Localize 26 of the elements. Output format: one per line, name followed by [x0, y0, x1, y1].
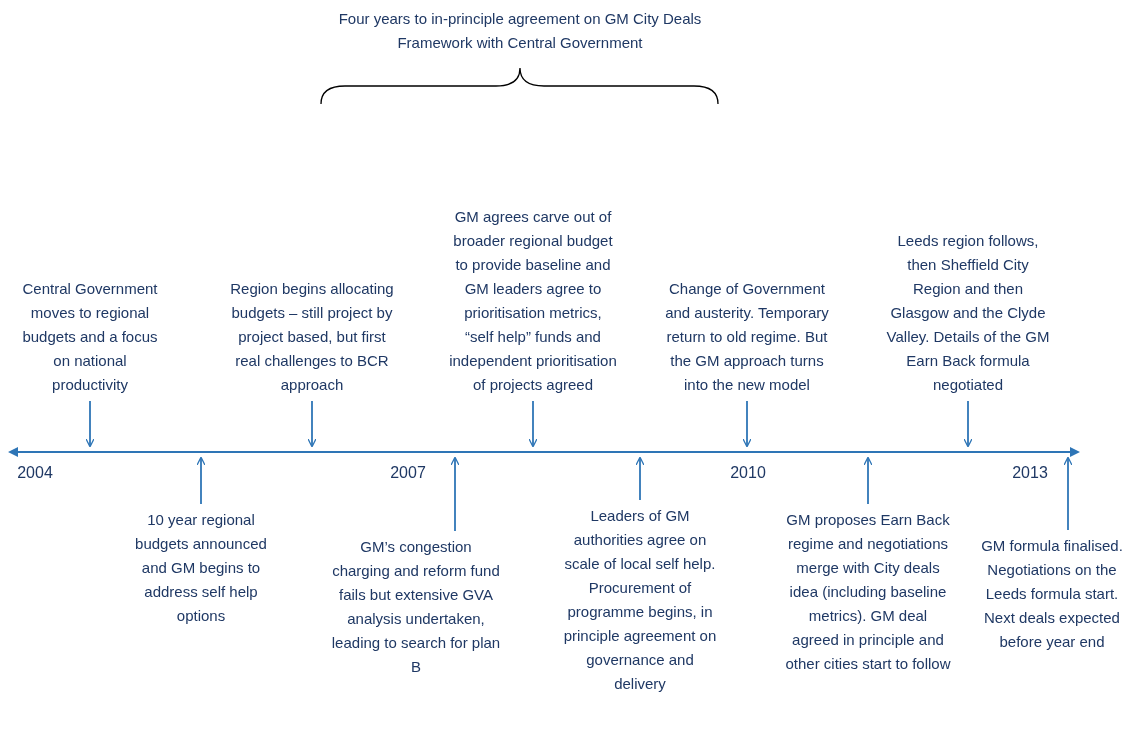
event-text: GM agrees carve out of broader regional budget to provide baseline and GM leaders agree to prioritisation metrics, “self help” funds and independent prioritisation of projects agreed [448, 207, 618, 395]
year-label: 2013 [1011, 463, 1049, 483]
arrow [528, 400, 538, 448]
arrow [450, 456, 460, 532]
year-label: 2004 [16, 463, 54, 483]
timeline-axis [8, 444, 1080, 460]
arrow [196, 456, 206, 505]
event-text: 10 year regional budgets announced and GM begins to address self help options [134, 510, 268, 626]
event-text: GM formula finalised. Negotiations on the Leeds formula start. Next deals expected before year end [980, 536, 1124, 652]
year-label: 2007 [389, 463, 427, 483]
arrow [863, 456, 873, 505]
arrow [307, 400, 317, 448]
brace-caption: Four years to in-principle agreement on GM City Deals Framework with Central Government [337, 9, 703, 53]
arrow [635, 456, 645, 501]
event-text: Central Government moves to regional budgets and a focus on national productivity [21, 279, 159, 395]
arrow [963, 400, 973, 448]
arrow [742, 400, 752, 448]
year-label: 2010 [729, 463, 767, 483]
event-text: Leeds region follows, then Sheffield City Region and then Glasgow and the Clyde Valley. Details of the GM Earn Back formula negotiated [885, 231, 1051, 395]
event-text: Region begins allocating budgets – still project by project based, but first real challenges to BCR approach [229, 279, 395, 395]
arrow [1063, 456, 1073, 531]
event-text: Change of Government and austerity. Temporary return to old regime. But the GM approach turns into the new model [664, 279, 830, 395]
event-text: GM’s congestion charging and reform fund fails but extensive GVA analysis undertaken, leading to search for plan B [331, 537, 501, 677]
arrow [85, 400, 95, 448]
event-text: GM proposes Earn Back regime and negotiations merge with City deals idea (including baseline metrics). GM deal agreed in principle and other cities start to follow [784, 510, 952, 674]
event-text: Leaders of GM authorities agree on scale of local self help. Procurement of programme begins, in principle agreement on governance and delivery [562, 506, 718, 694]
